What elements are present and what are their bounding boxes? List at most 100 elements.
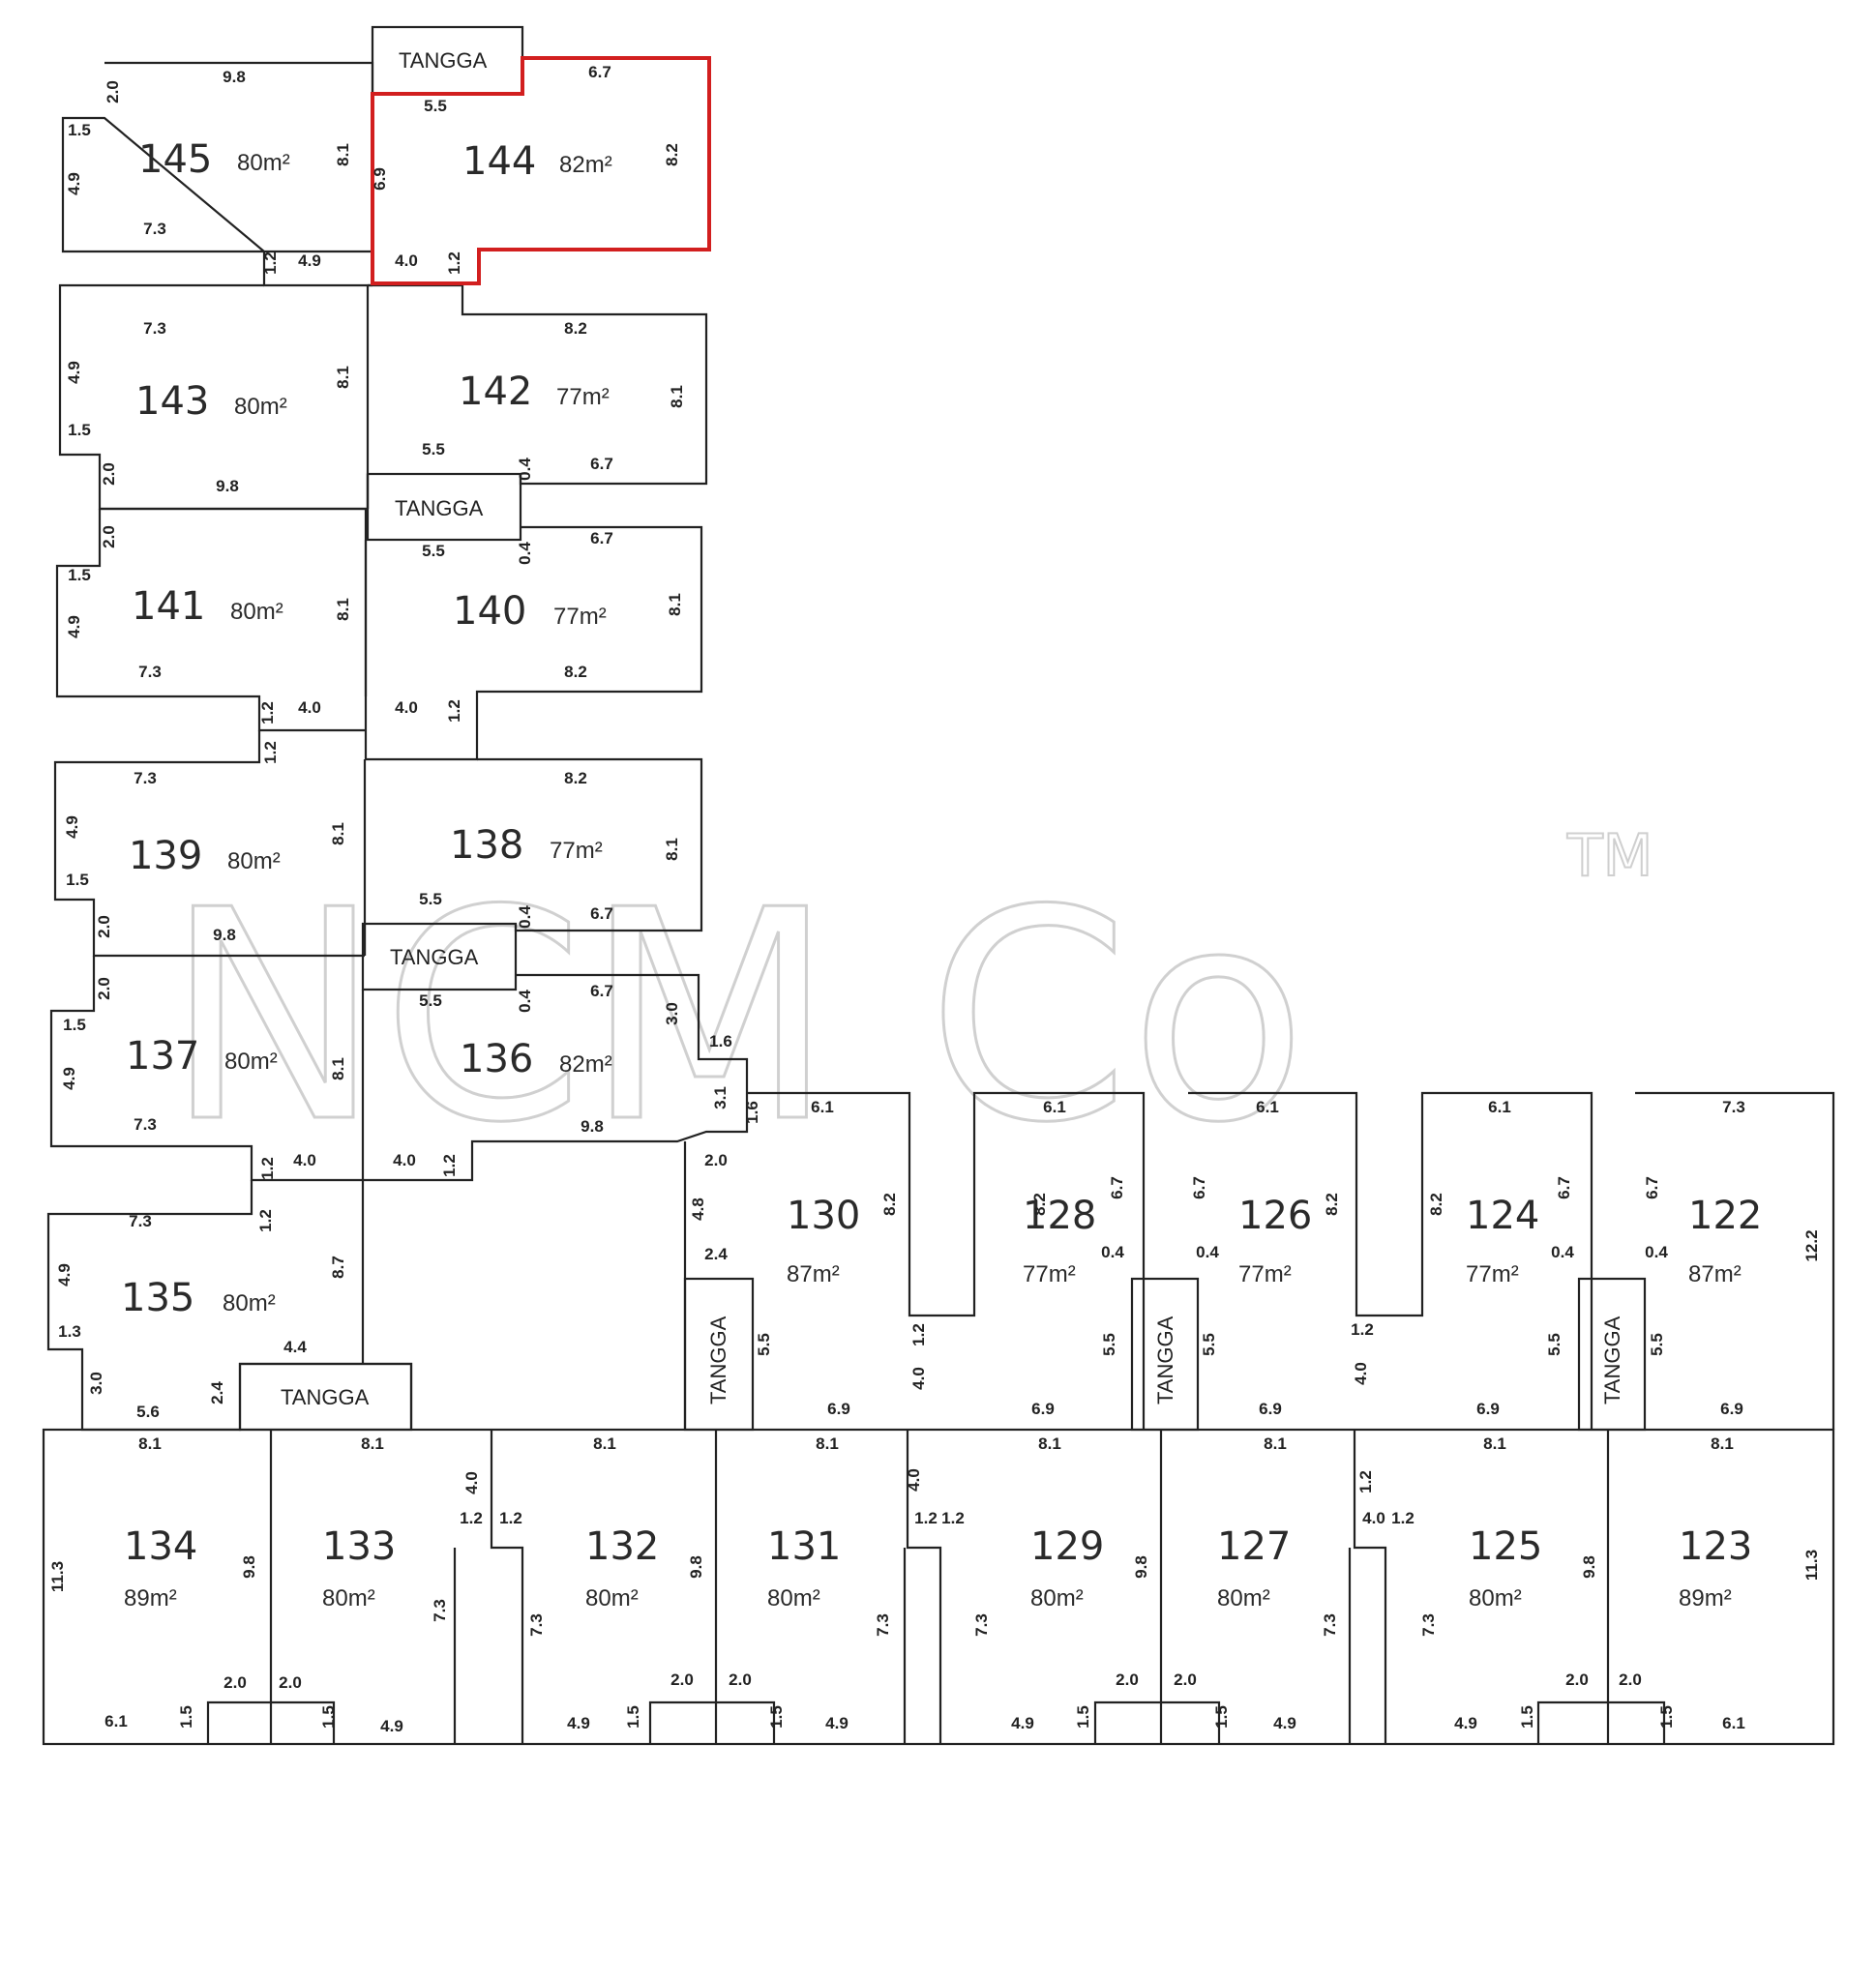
unit-area: 82m² — [559, 152, 612, 178]
unit-area: 77m² — [556, 384, 610, 410]
dimension-label: 11.3 — [48, 1561, 67, 1592]
dimension-label: 1.2 — [258, 701, 277, 724]
unit-area: 80m² — [234, 394, 287, 420]
unit-area: 89m² — [124, 1585, 177, 1611]
dimension-label: 1.6 — [743, 1101, 761, 1124]
dimension-label: 2.4 — [208, 1381, 226, 1404]
unit-area: 87m² — [787, 1261, 840, 1287]
dimension-label: 1.5 — [767, 1705, 786, 1729]
unit-142-outline — [366, 283, 708, 509]
dimension-label: 6.1 — [811, 1098, 834, 1116]
dimension-label: 2.4 — [704, 1245, 728, 1263]
dimension-label: 2.0 — [279, 1673, 302, 1692]
unit-area: 82m² — [559, 1051, 612, 1078]
dimension-label: 6.9 — [1720, 1400, 1743, 1418]
dimension-label: 7.3 — [143, 319, 166, 338]
north-wing-walls — [46, 25, 749, 1432]
dimension-label: 6.1 — [1256, 1098, 1279, 1116]
stairs-label: TANGGA — [395, 496, 484, 520]
dimension-label: 1.3 — [58, 1322, 81, 1341]
dimension-label: 8.2 — [1030, 1193, 1049, 1216]
unit-area: 80m² — [237, 150, 290, 176]
dimension-label: 8.2 — [880, 1193, 899, 1216]
stairs-mid-1 — [366, 472, 522, 542]
unit-area: 89m² — [1679, 1585, 1732, 1611]
dimension-label: 8.2 — [564, 319, 587, 338]
dimension-label: 5.5 — [419, 890, 442, 908]
dimension-label: 1.5 — [624, 1705, 642, 1729]
unit-number: 127 — [1217, 1524, 1291, 1569]
dimension-label: 2.0 — [729, 1671, 752, 1689]
dimension-label: 9.8 — [687, 1555, 705, 1579]
dimension-label: 7.3 — [431, 1599, 449, 1622]
unit-area: 77m² — [1466, 1261, 1519, 1287]
dimension-label: 4.9 — [1011, 1714, 1034, 1732]
watermark-text: NCM Co — [164, 848, 1307, 1186]
dimension-label: 8.2 — [1427, 1193, 1445, 1216]
dimension-label: 1.5 — [319, 1705, 338, 1729]
unit-number: 130 — [787, 1194, 860, 1238]
dimension-label: 6.7 — [590, 904, 613, 923]
dimension-label: 6.9 — [371, 167, 389, 191]
dimension-label: 6.1 — [1043, 1098, 1066, 1116]
dimension-label: 1.2 — [445, 251, 463, 275]
unit-number: 125 — [1469, 1524, 1542, 1569]
dimension-label: 6.1 — [1488, 1098, 1511, 1116]
dimension-label: 4.9 — [65, 615, 83, 638]
dimension-label: 5.5 — [424, 97, 447, 115]
dimension-label: 6.7 — [590, 982, 613, 1000]
dimension-label: 4.9 — [567, 1714, 590, 1732]
dimension-label: 1.6 — [709, 1032, 732, 1050]
dimension-label: 6.7 — [590, 455, 613, 473]
dimension-label: 6.7 — [1555, 1176, 1573, 1199]
dimension-label: 1.2 — [1391, 1509, 1414, 1527]
dimension-label: 1.2 — [914, 1509, 938, 1527]
dimension-label: 1.2 — [445, 699, 463, 723]
unit-labels: 145 80m² 144 82m² 143 80m² 142 77m² 141 … — [121, 137, 1762, 1611]
unit-number: 131 — [767, 1524, 841, 1569]
dimension-label: 1.2 — [261, 251, 280, 275]
dimension-label: 8.1 — [329, 1057, 347, 1080]
dimension-label: 8.1 — [138, 1434, 162, 1453]
dimension-label: 1.2 — [909, 1323, 928, 1346]
dimension-label: 7.3 — [1321, 1613, 1339, 1637]
dimension-label: 5.5 — [1545, 1333, 1563, 1356]
unit-number: 139 — [129, 834, 202, 878]
dimension-label: 8.7 — [329, 1256, 347, 1279]
watermark-trademark: TM — [1566, 822, 1653, 890]
dimension-label: 2.0 — [1116, 1671, 1139, 1689]
dimension-label: 2.0 — [95, 915, 113, 938]
dimension-label: 2.0 — [1565, 1671, 1589, 1689]
dimension-label: 2.0 — [223, 1673, 247, 1692]
dimension-label: 1.2 — [499, 1509, 522, 1527]
dimension-label: 4.0 — [393, 1151, 416, 1169]
dimension-label: 8.1 — [593, 1434, 616, 1453]
dimension-label: 8.2 — [564, 769, 587, 787]
dimension-label: 4.0 — [395, 251, 418, 270]
dimension-label: 4.9 — [65, 361, 83, 384]
dimension-label: 5.5 — [422, 542, 445, 560]
dimension-label: 0.4 — [516, 905, 534, 929]
unit-number: 129 — [1030, 1524, 1104, 1569]
stairs-labels: TANGGA TANGGA TANGGA TANGGA TANGGA TANGG… — [281, 48, 1624, 1409]
stairs-mid-2 — [361, 922, 518, 991]
dimension-label: 7.3 — [1419, 1613, 1438, 1637]
unit-number: 128 — [1023, 1194, 1096, 1238]
dimension-label: 1.5 — [66, 871, 89, 889]
dimension-label: 1.2 — [460, 1509, 483, 1527]
dimension-label: 5.5 — [1200, 1333, 1218, 1356]
dimension-label: 4.9 — [298, 251, 321, 270]
dimension-label: 9.8 — [1580, 1555, 1598, 1579]
dimension-label: 7.3 — [138, 663, 162, 681]
stairs-label: TANGGA — [281, 1385, 370, 1409]
unit-area: 77m² — [550, 838, 603, 864]
unit-number: 126 — [1238, 1194, 1312, 1238]
dimension-label: 1.5 — [1518, 1705, 1536, 1729]
dimension-label: 8.1 — [816, 1434, 839, 1453]
unit-140-outline — [364, 525, 703, 761]
dimension-label: 0.4 — [1551, 1243, 1574, 1261]
dimension-label: 7.3 — [972, 1613, 991, 1637]
dimension-label: 8.2 — [1323, 1193, 1341, 1216]
dimension-label: 4.9 — [65, 172, 83, 195]
unit-number: 137 — [126, 1034, 199, 1079]
